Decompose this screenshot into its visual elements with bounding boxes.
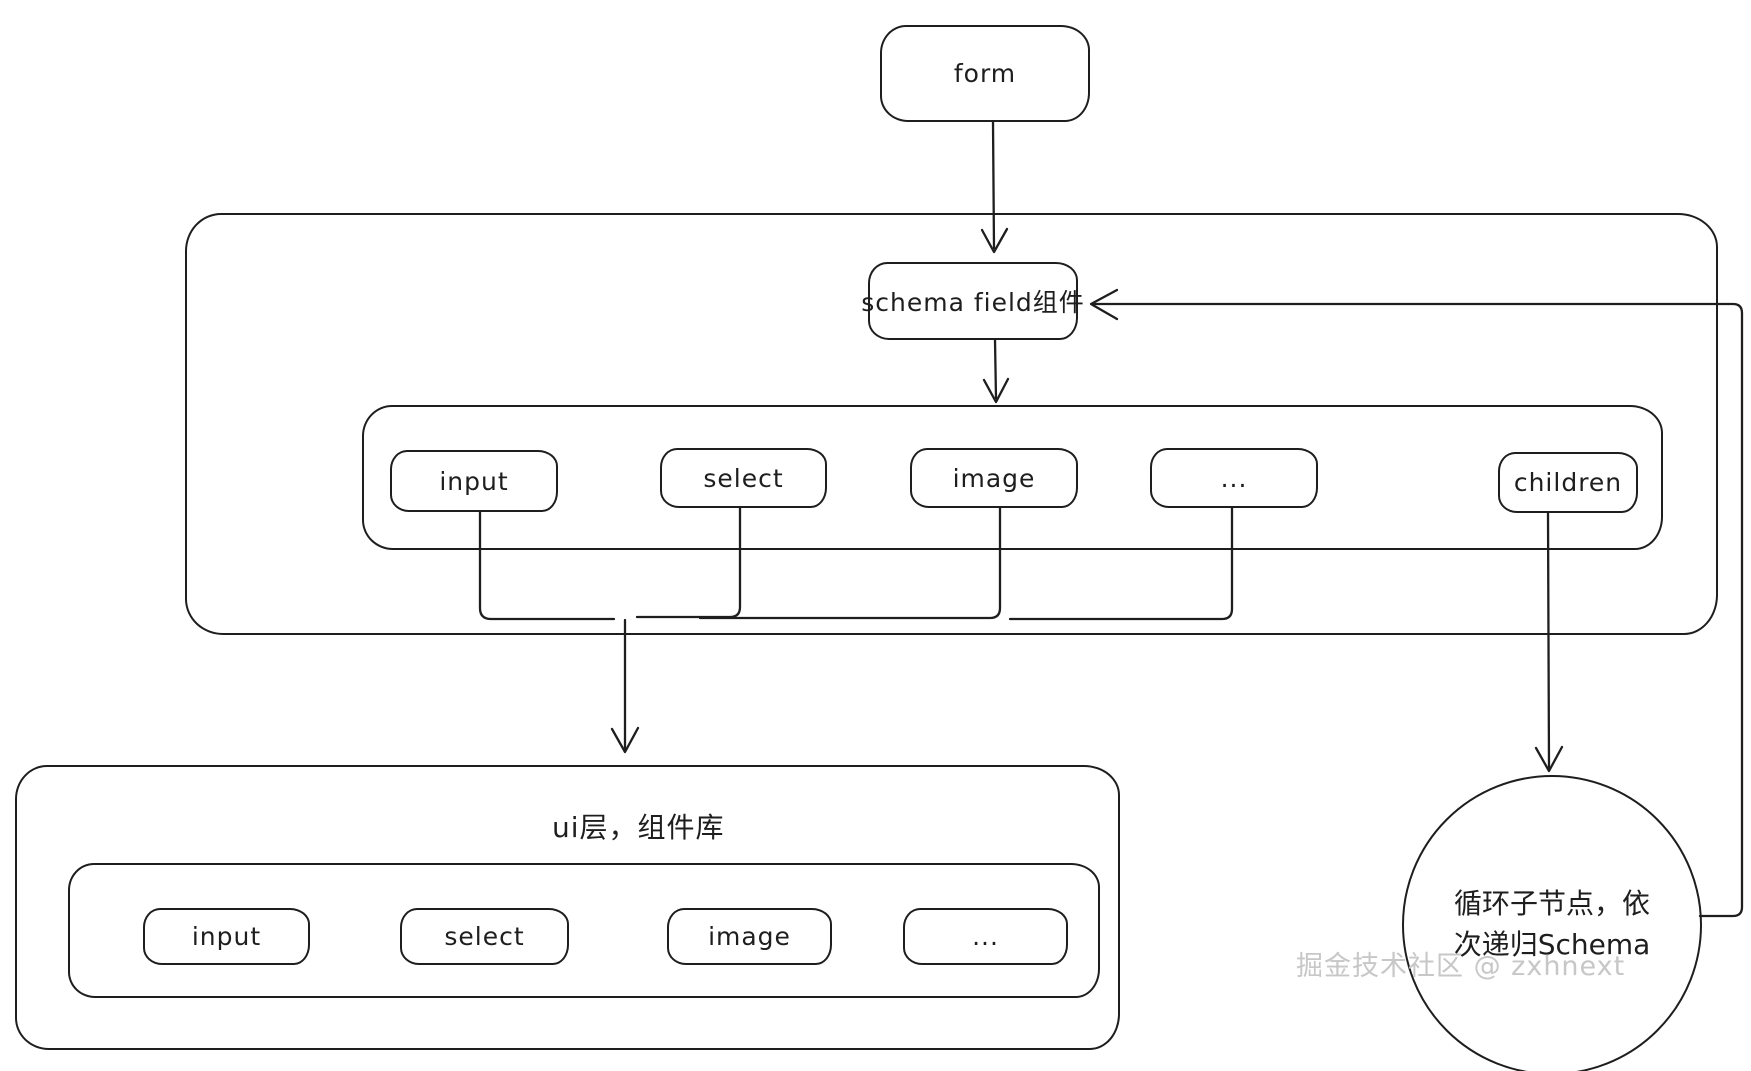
field-type-children-node: children: [1498, 452, 1638, 513]
ui-component-image-label: image: [708, 922, 791, 951]
field-type-image-node: image: [910, 448, 1078, 508]
field-type-row-container: [362, 405, 1663, 550]
recursion-circle-node: 循环子节点，依 次递归Schema: [1402, 775, 1702, 1071]
field-type-input-node: input: [390, 450, 558, 512]
arrowhead-circle-to-schema: [1089, 288, 1119, 321]
form-node-label: form: [953, 59, 1017, 88]
form-node: form: [880, 25, 1090, 122]
recursion-circle-line1: 循环子节点，依: [1453, 887, 1650, 921]
edge-image-to-bus: [698, 505, 1002, 620]
watermark-text: 掘金技术社区 @ zxhnext: [1296, 951, 1626, 982]
schema-field-node-label: schema field组件: [861, 288, 1085, 317]
field-type-children-label: children: [1513, 468, 1623, 497]
arrowhead-form-to-schema: [980, 227, 1009, 254]
edge-input-to-bus: [478, 510, 616, 621]
ui-component-select-node: select: [400, 908, 569, 965]
field-type-ellipsis-node: ...: [1150, 448, 1318, 508]
field-type-select-label: select: [703, 463, 784, 493]
field-type-ellipsis-label: ...: [1220, 463, 1248, 493]
ui-component-input-label: input: [191, 922, 262, 951]
ui-component-select-label: select: [444, 922, 525, 951]
arrowhead-schema-to-fields: [982, 377, 1010, 404]
edge-circle-to-schema: [1091, 302, 1744, 918]
ui-component-image-node: image: [667, 908, 832, 965]
ui-layer-component-row: [68, 863, 1100, 998]
field-type-select-node: select: [660, 448, 827, 508]
ui-layer-title: ui层，组件库: [552, 811, 725, 844]
arrowhead-children-to-circle: [1534, 745, 1564, 773]
ui-component-ellipsis-node: ...: [903, 908, 1068, 965]
field-type-input-label: input: [439, 466, 509, 496]
field-type-image-label: image: [952, 463, 1036, 493]
ui-component-ellipsis-label: ...: [972, 922, 999, 951]
schema-field-container: [185, 213, 1718, 635]
ui-layer-container: [15, 765, 1120, 1050]
schema-field-node: schema field组件: [861, 262, 1084, 340]
edge-schema-to-fields: [993, 338, 998, 400]
arrowhead-bus-to-ui-panel: [610, 726, 640, 754]
edge-dots-to-bus: [1008, 506, 1234, 621]
ui-component-input-node: input: [143, 908, 310, 965]
edge-children-to-circle: [1546, 511, 1551, 770]
recursion-circle-line2: 次递归Schema: [1453, 928, 1651, 961]
edge-form-to-schema: [991, 120, 996, 250]
